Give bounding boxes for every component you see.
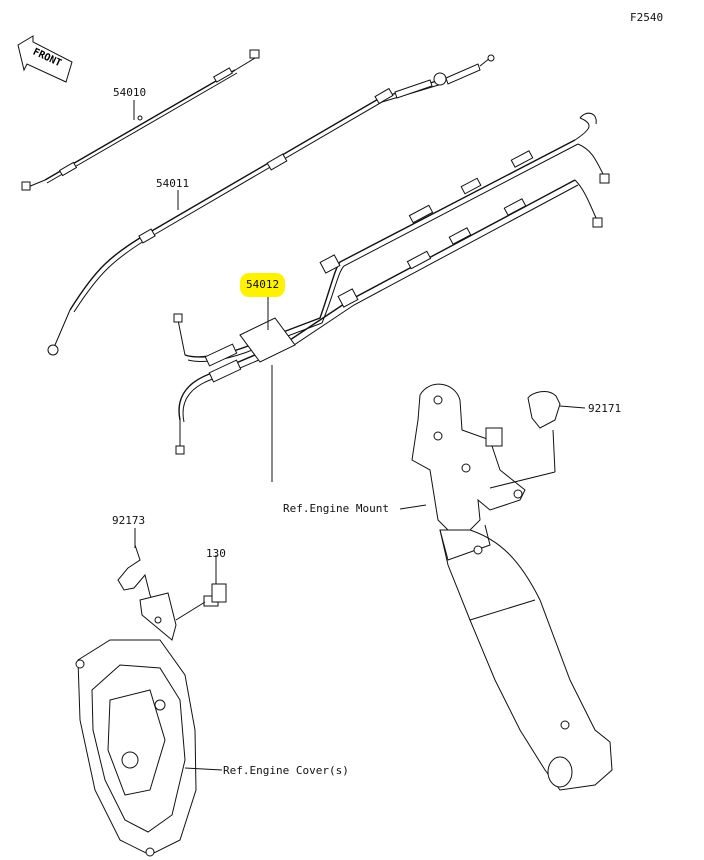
callout-130: 130 (206, 547, 226, 560)
callout-54010: 54010 (113, 86, 147, 99)
leader-lines (133, 100, 427, 560)
clip-92171 (489, 391, 586, 489)
engine-cover (75, 639, 223, 857)
front-arrow-icon: FRONT (17, 35, 73, 83)
callout-54011: 54011 (156, 177, 190, 190)
callout-54012-highlight: 54012 (240, 273, 286, 297)
callout-ref-engine-mount: Ref.Engine Mount (283, 502, 389, 515)
cable-54012-lower (175, 179, 603, 455)
cable-54010 (21, 49, 260, 191)
callout-92171: 92171 (588, 402, 622, 415)
hook-92173 (117, 528, 177, 641)
engine-mount-arm (439, 524, 613, 791)
cable-54011 (47, 54, 495, 356)
bolt-130 (175, 560, 227, 621)
callout-ref-engine-cover: Ref.Engine Cover(s) (223, 764, 349, 777)
figure-code: F2540 (630, 11, 664, 24)
cable-54012-upper (173, 112, 610, 362)
callout-92173: 92173 (112, 514, 146, 527)
engine-mount-bracket (411, 383, 526, 531)
